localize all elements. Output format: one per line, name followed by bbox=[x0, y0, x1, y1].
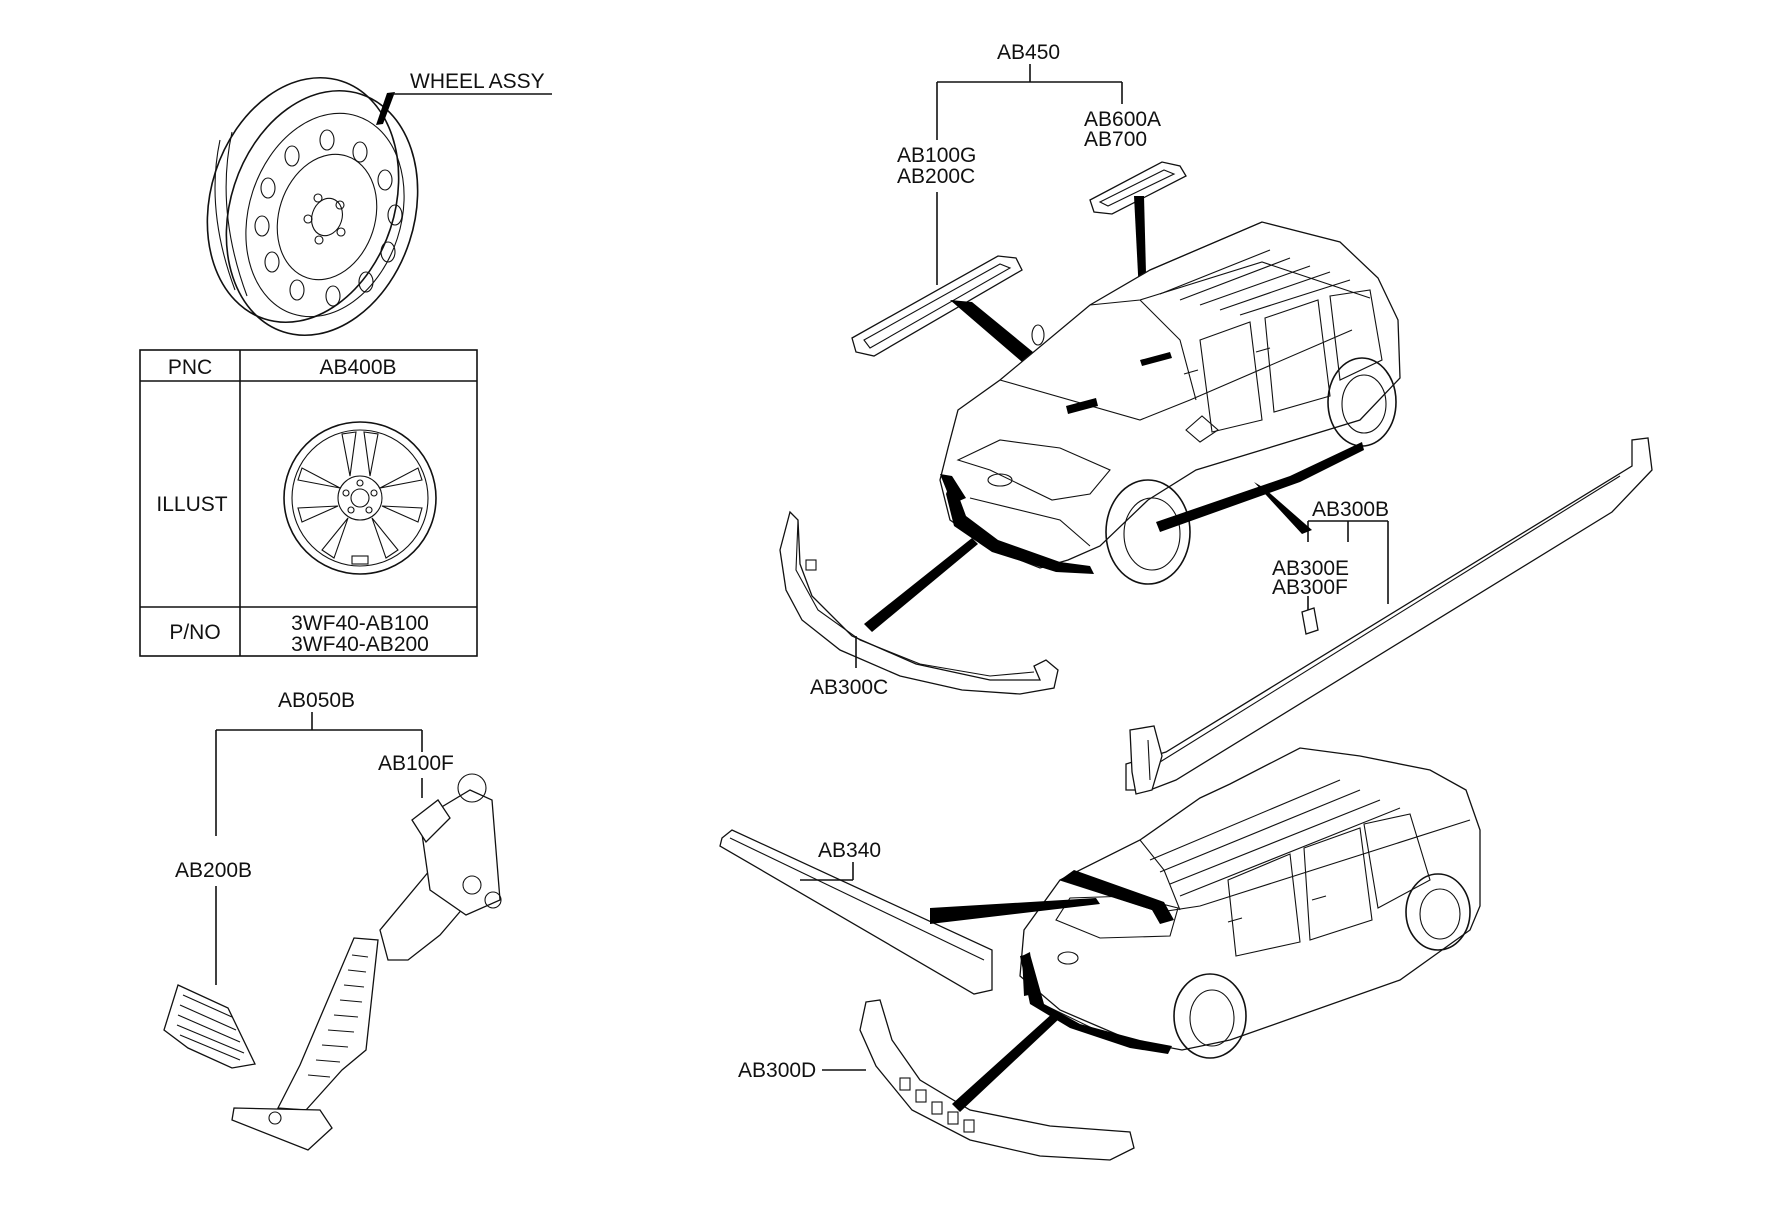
ab050b-label: AB050B bbox=[278, 689, 355, 712]
ab300d-label: AB300D bbox=[738, 1059, 816, 1082]
ab450-label: AB450 bbox=[997, 41, 1060, 64]
wheel-assy-leader bbox=[376, 92, 395, 125]
ab340-label: AB340 bbox=[818, 839, 881, 862]
ab100g-label: AB100G bbox=[897, 144, 976, 167]
ab300c-label: AB300C bbox=[810, 676, 888, 699]
table-pnc-value: AB400B bbox=[319, 356, 396, 379]
table-illust-label: ILLUST bbox=[156, 493, 227, 516]
accelerator-pedal-assembly bbox=[231, 773, 502, 1151]
rear-skid-leader bbox=[952, 1012, 1060, 1112]
ab700-label: AB700 bbox=[1084, 128, 1147, 151]
front-skid-leader bbox=[864, 538, 978, 632]
rear-door-scuff-plate bbox=[1089, 161, 1187, 215]
wheel-assy-label: WHEEL ASSY bbox=[410, 70, 545, 93]
ab300b-label: AB300B bbox=[1312, 498, 1389, 521]
rear-bumper-highlight bbox=[1020, 954, 1172, 1054]
ab100f-label: AB100F bbox=[378, 752, 454, 775]
wheel-table: PNC AB400B ILLUST P/NO 3WF40-AB100 3WF40… bbox=[139, 349, 478, 657]
ab600a-label: AB600A bbox=[1084, 108, 1161, 131]
table-pno-value-1: 3WF40-AB100 bbox=[291, 612, 429, 635]
alloy-wheel-illustration bbox=[283, 421, 437, 575]
ab300f-label: AB300F bbox=[1272, 576, 1348, 599]
front-skid-plate bbox=[779, 510, 1059, 695]
table-pnc-label: PNC bbox=[168, 356, 212, 379]
front-door-scuff-plate bbox=[851, 255, 1023, 357]
table-pno-value-2: 3WF40-AB200 bbox=[291, 633, 429, 656]
steel-wheel-illustration bbox=[206, 76, 419, 337]
ab300e-label: AB300E bbox=[1272, 557, 1349, 580]
rear-scuff-location bbox=[1140, 352, 1172, 366]
ab200b-label: AB200B bbox=[175, 859, 252, 882]
spoiler-highlight bbox=[1060, 870, 1174, 924]
sill-clip bbox=[1301, 607, 1319, 635]
front-bumper-highlight bbox=[946, 478, 1094, 574]
rear-skid-plate bbox=[859, 999, 1135, 1161]
brake-pedal-pad bbox=[163, 984, 256, 1069]
spoiler-leader bbox=[930, 898, 1100, 924]
front-scuff-location bbox=[1066, 398, 1098, 414]
rear-spoiler bbox=[719, 829, 993, 995]
side-sill-leader bbox=[1254, 482, 1312, 534]
front-bumper-corner-highlight bbox=[940, 474, 966, 504]
side-sill-molding bbox=[1125, 437, 1653, 795]
rear-bumper-corner-highlight bbox=[1022, 952, 1034, 996]
front-vehicle-illustration bbox=[939, 221, 1401, 585]
ab200c-label: AB200C bbox=[897, 165, 975, 188]
table-pno-label: P/NO bbox=[169, 621, 220, 644]
